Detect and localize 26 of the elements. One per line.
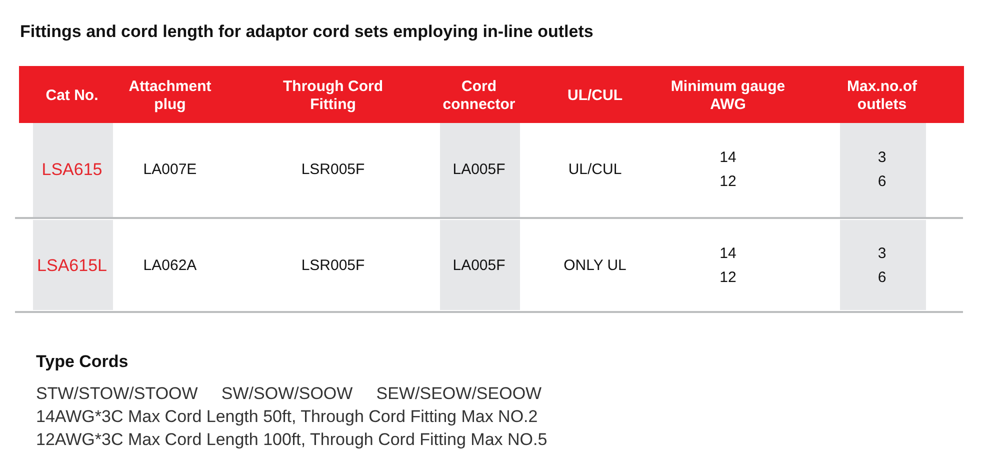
table-cell-text: LA005F — [452, 160, 506, 180]
note-text: 14AWG*3C Max Cord Length 50ft, Through Cord Fitting Max NO.2 — [36, 407, 538, 427]
column-header: Cat No. — [44, 87, 100, 105]
column-header: Minimum gauge AWG — [670, 78, 786, 114]
table-cell-text: ONLY UL — [564, 256, 626, 276]
table-cell-text: 14 12 — [720, 148, 736, 192]
table-cell-text: LA005F — [452, 256, 506, 276]
section-heading: Type Cords — [36, 352, 128, 372]
column-header: Through Cord Fitting — [282, 78, 384, 114]
column-header: Attachment plug — [128, 78, 212, 114]
column-header: Cord connector — [442, 78, 516, 114]
column-header: Max.no.of outlets — [846, 78, 918, 114]
table-cell-text: LSR005F — [301, 256, 365, 276]
table-cell-text: LSR005F — [301, 160, 365, 180]
table-cell-text: LA007E — [143, 160, 197, 180]
table-cell-text: UL/CUL — [568, 160, 622, 180]
table-cell-text: LA062A — [143, 256, 197, 276]
table-cell-text: 14 12 — [720, 244, 736, 288]
note-text: 12AWG*3C Max Cord Length 100ft, Through Cord Fitting Max NO.5 — [36, 430, 548, 450]
catalog-number: LSA615 — [42, 159, 102, 181]
table-cell-text: 3 6 — [878, 244, 886, 288]
note-text: STW/STOW/STOOW SW/SOW/SOOW SEW/SEOW/SEOOW — [36, 384, 542, 404]
table-title: Fittings and cord length for adaptor cord sets employing in-line outlets — [20, 22, 594, 42]
column-header: UL/CUL — [566, 87, 624, 105]
table-cell-text: 3 6 — [878, 148, 886, 192]
catalog-number: LSA615L — [37, 255, 107, 277]
